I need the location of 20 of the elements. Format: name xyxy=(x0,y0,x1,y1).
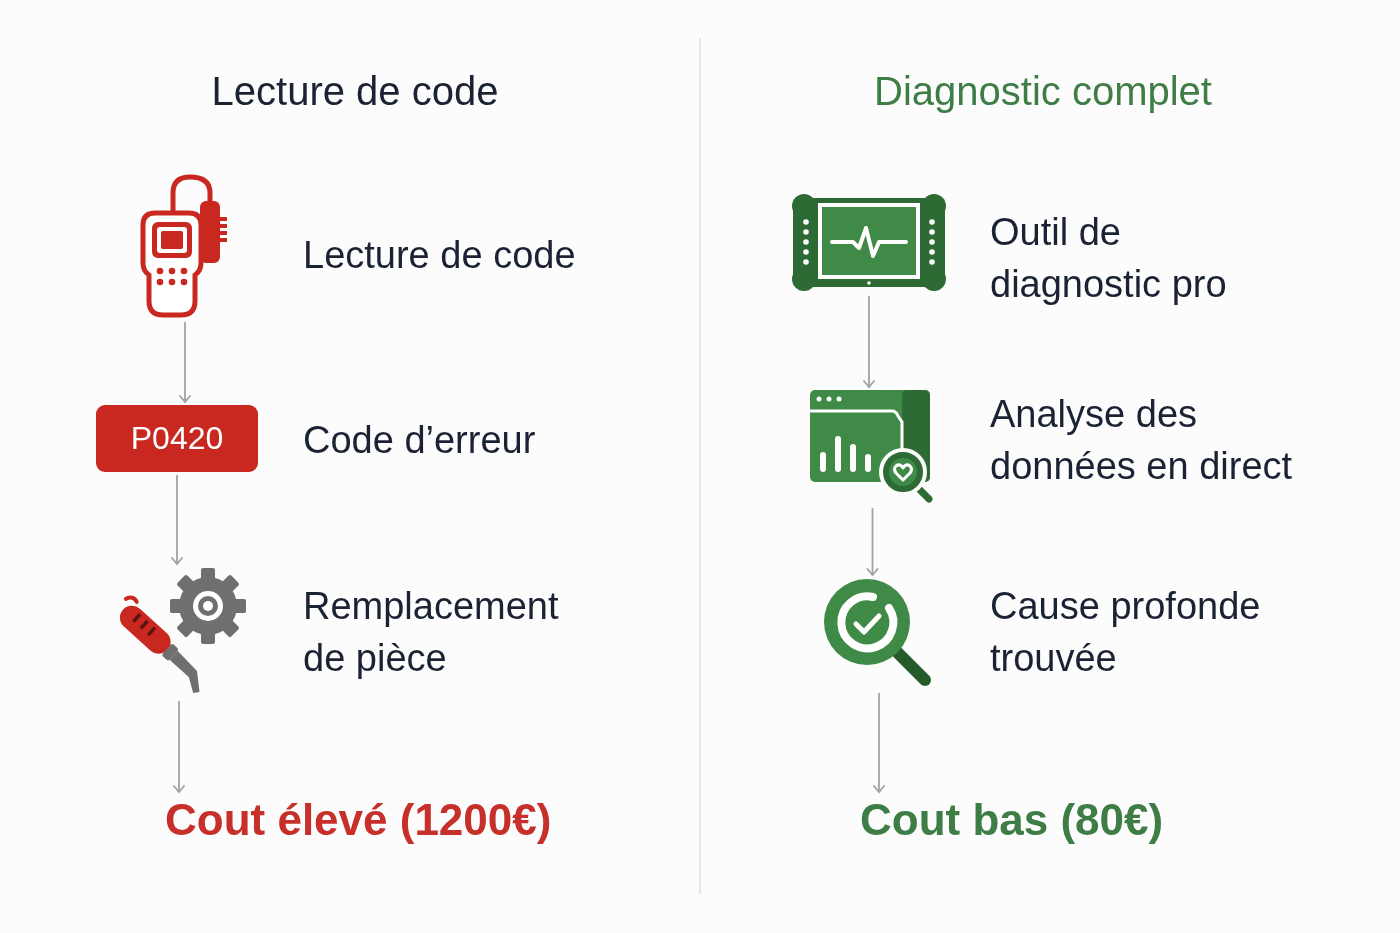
arrow xyxy=(171,474,183,565)
step-label: Remplacement de pièce xyxy=(303,583,560,681)
step-label: Analyse des données en direct xyxy=(990,391,1294,489)
cost-total: Cout élevé (1200€) xyxy=(165,795,552,846)
column-heading: Lecture de code xyxy=(211,68,499,114)
arrow xyxy=(873,692,885,793)
step-label: Cause profonde trouvée xyxy=(990,583,1262,681)
chart-magnifier-icon xyxy=(810,390,935,505)
column-heading: Diagnostic complet xyxy=(874,68,1212,114)
arrow xyxy=(863,295,875,388)
step-label: Code d’erreur xyxy=(303,417,537,463)
step-label: Lecture de code xyxy=(303,232,577,278)
arrow xyxy=(173,700,185,793)
code-reader-icon xyxy=(140,173,230,319)
arrow xyxy=(866,507,879,576)
error-code-tag: P0420 xyxy=(96,405,258,472)
diagnostic-tablet-icon xyxy=(790,192,948,293)
step-label: Outil de diagnostic pro xyxy=(990,209,1228,307)
arrow xyxy=(179,321,191,403)
cost-total: Cout bas (80€) xyxy=(860,795,1164,846)
